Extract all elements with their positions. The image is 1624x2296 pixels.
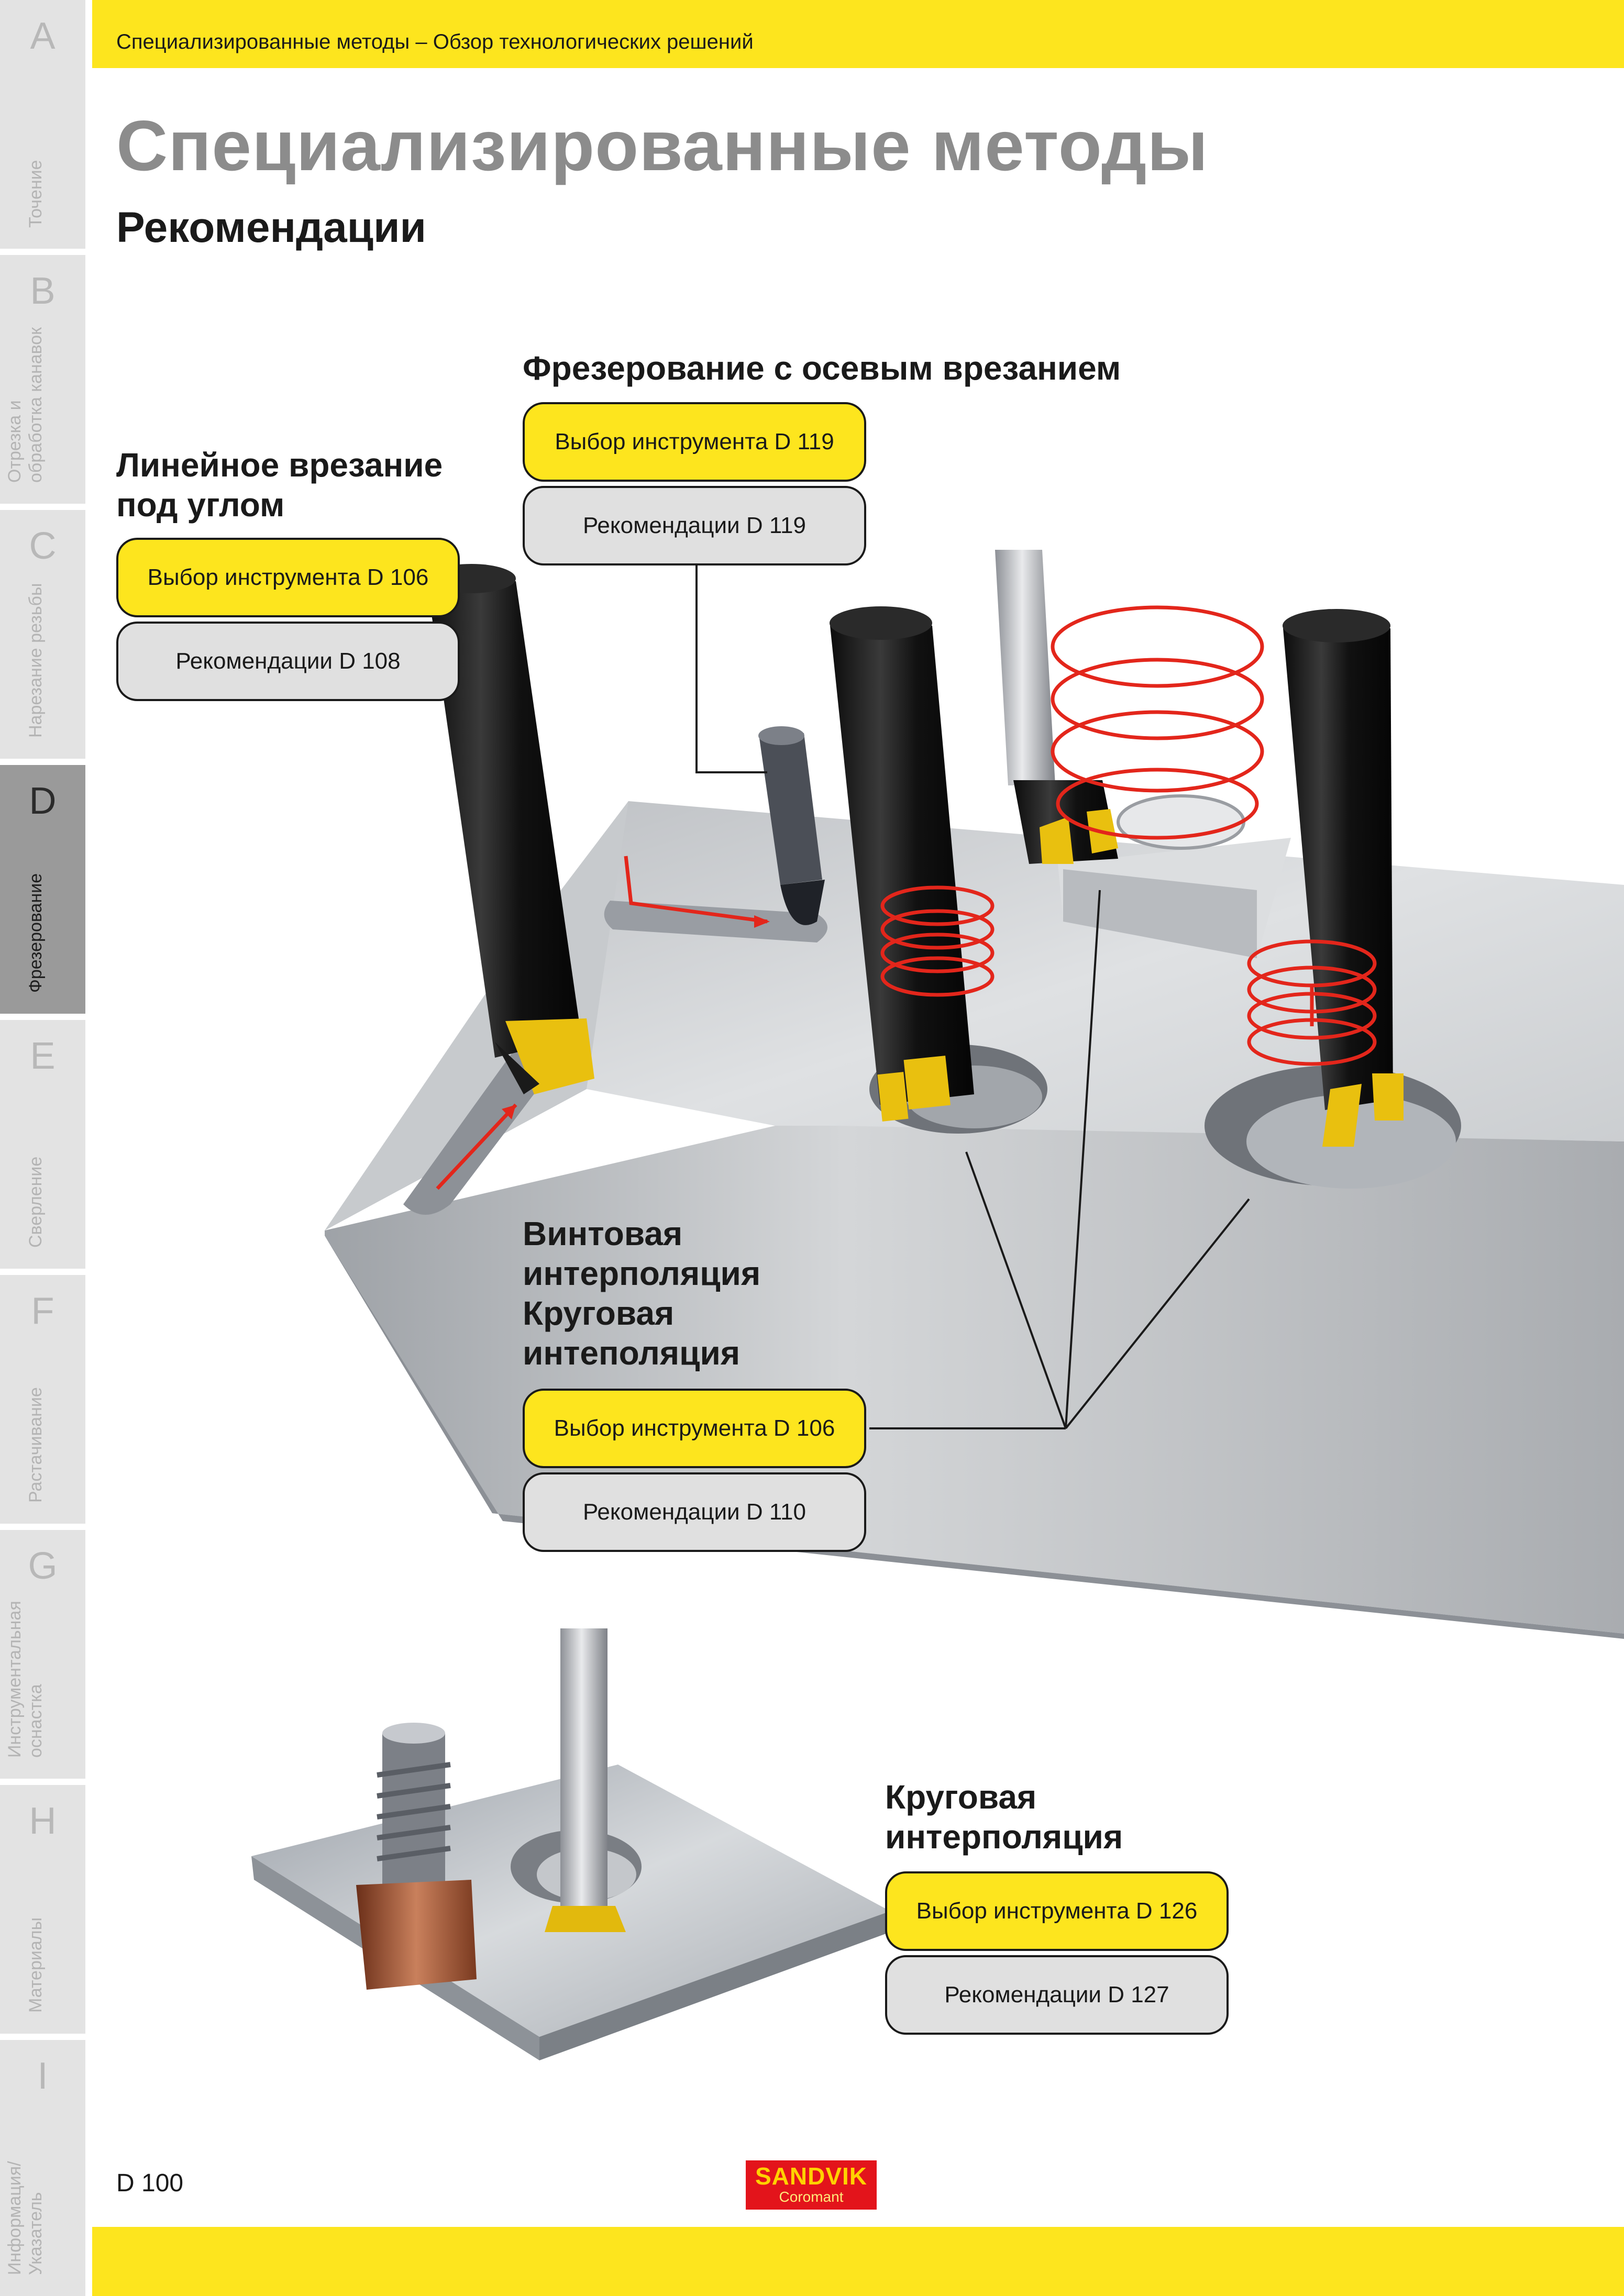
logo-text-coromant: Coromant [779,2189,844,2205]
page-subtitle: Рекомендации [116,204,426,251]
ramping-title: Линейное врезание под углом [116,445,443,525]
tab-h-materials[interactable]: H Материалы [0,1785,85,2034]
header-bar: Специализированные методы – Обзор технол… [92,0,1624,68]
circular-interpolation-title: Круговая интерполяция [885,1777,1123,1857]
breadcrumb: Специализированные методы – Обзор технол… [116,30,754,53]
helical-title-line2: интерполяция [523,1255,761,1292]
linear-arrow [624,856,768,924]
ramping-title-line1: Линейное врезание [116,446,443,484]
linear-arrow-head [754,915,770,928]
raised-boss-top [1117,794,1245,850]
tab-letter: A [30,15,56,57]
helical-title-line1: Винтовая [523,1215,683,1252]
tab-d-milling[interactable]: D Фрезерование [0,765,85,1014]
helical-interpolation-cutter [1283,609,1404,1147]
plunge-tool-selection-link[interactable]: Выбор инструмента D 119 [523,402,866,482]
helical-title-line3: Круговая [523,1294,675,1332]
tab-letter: I [37,2055,48,2097]
helical-tool-selection-link[interactable]: Выбор инструмента D 106 [523,1389,866,1468]
ramping-title-line2: под углом [116,486,285,524]
tab-letter: D [29,780,57,822]
big-helix-3 [1051,710,1264,793]
tab-g-tool-holding[interactable]: G Инструментальная оснастка [0,1530,85,1779]
logo-text-sandvik: SANDVIK [755,2162,868,2190]
tab-letter: E [30,1035,56,1077]
linear-slot [604,901,827,942]
page-title: Специализированные методы [116,106,1209,185]
workpiece-front-face [325,1126,1624,1634]
tab-letter: F [31,1290,54,1332]
plunge-milling-title: Фрезерование с осевым врезанием [523,349,1121,387]
tab-b-parting-grooving[interactable]: B Отрезка и обработка канавок [0,255,85,504]
footer-bar [92,2227,1624,2296]
ramping-tool-selection-link[interactable]: Выбор инструмента D 106 [116,538,460,617]
tab-i-information-index[interactable]: I Информация/ Указатель [0,2040,85,2296]
toolpath-arrows [436,605,1377,1190]
tab-letter: B [30,270,56,312]
tab-e-drilling[interactable]: E Сверление [0,1020,85,1269]
plunge-helix-3 [880,933,995,973]
ramping-cutter [427,564,594,1094]
circular-tool-selection-link[interactable]: Выбор инструмента D 126 [885,1871,1229,1951]
helical-recommendations-link[interactable]: Рекомендации D 110 [523,1472,866,1552]
big-helix-2 [1051,658,1264,740]
helical-title-line4: интеполяция [523,1334,741,1372]
tab-letter: H [29,1800,57,1842]
raised-boss-front [1063,869,1257,958]
big-helix-1 [1051,605,1264,688]
small-endmill-shaft [545,1628,626,1932]
helical-leader-c [1065,1198,1250,1429]
ramp-arrow-head [502,1105,516,1119]
page-number: D 100 [116,2169,184,2197]
callout-leader-lines [695,565,1250,1429]
plunge-helix-2 [880,909,995,950]
plunge-leader [695,565,767,773]
big-helix-4 [1056,768,1259,840]
helical-leader-a [965,1151,1067,1429]
helical-leader-b [1065,890,1101,1429]
tab-letter: G [28,1545,58,1587]
tab-c-threading[interactable]: C Нарезание резьбы [0,510,85,759]
tab-a-turning[interactable]: A Точение [0,0,85,249]
plunge-helix-1 [880,885,995,926]
tab-letter: C [29,525,57,567]
helical-interpolation-title: Винтовая интерполяция Круговая интеполяц… [523,1214,760,1373]
plunge-small-endmill [758,726,825,925]
plunge-recommendations-link[interactable]: Рекомендации D 119 [523,486,866,565]
tab-f-boring[interactable]: F Растачивание [0,1275,85,1524]
circular-interpolation-cutter [995,550,1118,864]
plunge-cutter [830,606,974,1122]
circular-recommendations-link[interactable]: Рекомендации D 127 [885,1955,1229,2035]
circular-title-line2: интерполяция [885,1818,1123,1856]
plunge-helix-4 [880,956,995,997]
circular-title-line1: Круговая [885,1778,1037,1816]
section-index: A Точение B Отрезка и обработка канавок … [0,0,87,2296]
ramping-recommendations-link[interactable]: Рекомендации D 108 [116,622,460,701]
ramp-arrow [436,1103,517,1190]
sandvik-coromant-logo: SANDVIK Coromant [746,2160,877,2210]
thread-mill-tool [356,1723,477,1990]
